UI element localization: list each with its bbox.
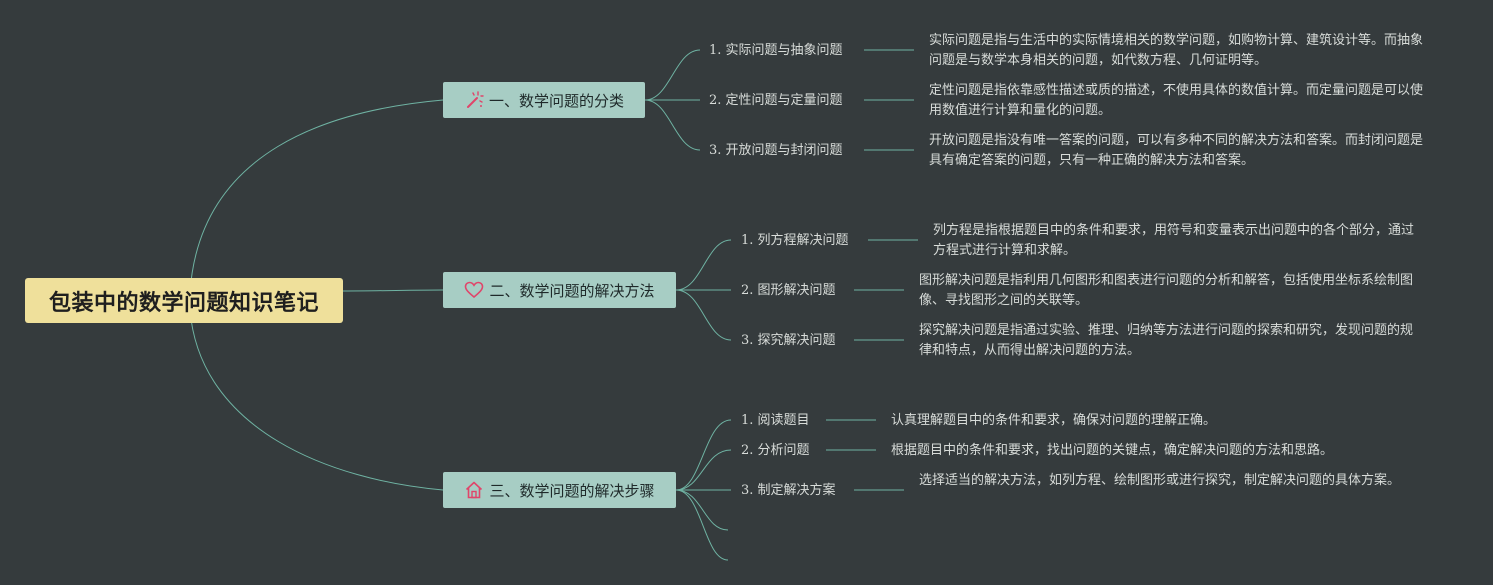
magic-wand-icon (464, 90, 484, 110)
branch-title: 二、数学问题的解决方法 (489, 281, 655, 300)
leaf-topic[interactable]: 1. 实际问题与抽象问题 (709, 43, 843, 58)
heart-icon (464, 280, 484, 300)
leaf-topic[interactable]: 2. 定性问题与定量问题 (709, 93, 843, 108)
branch-3-child-2-connector (675, 449, 732, 491)
branch-3-empty-child-5-connector (675, 489, 729, 561)
branch-3-child-1-connector (675, 419, 732, 491)
leaf-topic[interactable]: 3. 开放问题与封闭问题 (709, 143, 843, 158)
leaf-topic[interactable]: 2. 图形解决问题 (741, 283, 836, 298)
leaf-description[interactable]: 开放问题是指没有唯一答案的问题，可以有多种不同的解决方法和答案。而封闭问题是具有… (929, 133, 1424, 168)
branch-2-child-3-connector (675, 289, 732, 341)
root-title: 包装中的数学问题知识笔记 (48, 290, 319, 316)
branch-steps[interactable]: 三、数学问题的解决步骤 (443, 472, 676, 508)
leaf-description[interactable]: 根据题目中的条件和要求，找出问题的关键点，确定解决问题的方法和思路。 (891, 443, 1334, 458)
leaf-topic[interactable]: 2. 分析问题 (741, 443, 810, 458)
branch-methods[interactable]: 二、数学问题的解决方法 (443, 272, 676, 308)
leaf-description[interactable]: 探究解决问题是指通过实验、推理、归纳等方法进行问题的探索和研究，发现问题的规律和… (919, 323, 1414, 358)
leaf-description[interactable]: 实际问题是指与生活中的实际情境相关的数学问题，如购物计算、建筑设计等。而抽象问题… (929, 33, 1424, 68)
branch-title: 三、数学问题的解决步骤 (489, 481, 655, 500)
branch-1-child-3-connector (644, 99, 701, 151)
branch-3-empty-child-4-connector (675, 489, 729, 531)
leaf-topic[interactable]: 1. 列方程解决问题 (741, 233, 849, 248)
root-topic[interactable]: 包装中的数学问题知识笔记 (25, 278, 343, 323)
leaf-topic[interactable]: 1. 阅读题目 (741, 413, 810, 428)
branch-1-child-1-connector (644, 49, 701, 101)
leaf-description[interactable]: 定性问题是指依靠感性描述或质的描述，不使用具体的数值计算。而定量问题是可以使用数… (929, 83, 1424, 118)
branch-2-child-1-connector (675, 239, 732, 291)
leaf-description[interactable]: 认真理解题目中的条件和要求，确保对问题的理解正确。 (891, 413, 1217, 428)
root-branch-3-connector (189, 309, 444, 491)
root-branch-2-connector (342, 289, 444, 292)
leaf-topic[interactable]: 3. 制定解决方案 (741, 483, 836, 498)
branch-classification[interactable]: 一、数学问题的分类 (443, 82, 645, 118)
leaf-description[interactable]: 列方程是指根据题目中的条件和要求，用符号和变量表示出问题中的各个部分，通过方程式… (933, 223, 1415, 258)
leaf-description[interactable]: 图形解决问题是指利用几何图形和图表进行问题的分析和解答，包括使用坐标系绘制图像、… (919, 273, 1414, 308)
leaf-topic[interactable]: 3. 探究解决问题 (741, 333, 836, 348)
branch-title: 一、数学问题的分类 (488, 91, 624, 110)
leaf-description[interactable]: 选择适当的解决方法，如列方程、绘制图形或进行探究，制定解决问题的具体方案。 (919, 473, 1401, 488)
home-icon (464, 480, 484, 500)
root-branch-1-connector (189, 99, 444, 293)
